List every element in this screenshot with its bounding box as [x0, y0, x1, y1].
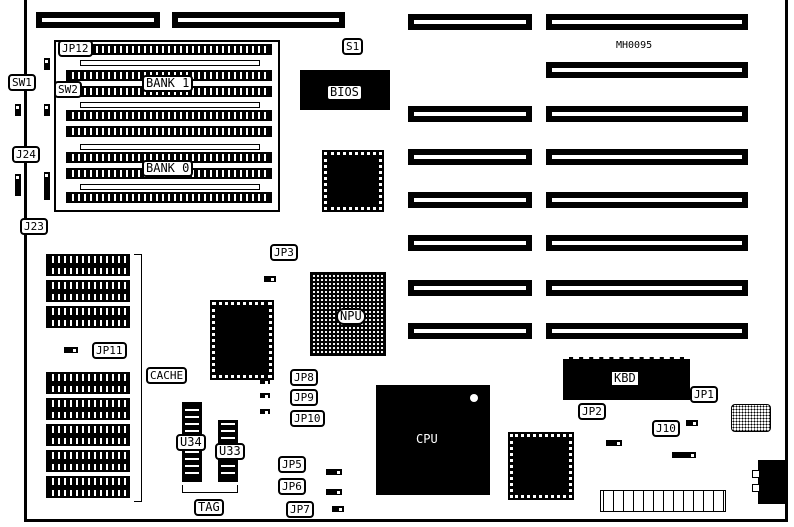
jp3-jumper [264, 276, 276, 282]
sw1-switch [15, 104, 21, 116]
simm-banks [54, 40, 280, 212]
jp7-label: JP7 [286, 501, 314, 518]
sw2-label: SW2 [54, 81, 82, 98]
bank0-label: BANK 0 [142, 160, 194, 177]
j24-label: J24 [12, 146, 40, 163]
jp5-jumper [326, 469, 342, 475]
connector-tab [752, 484, 760, 492]
sw1-label: SW1 [8, 74, 36, 91]
battery [731, 404, 771, 432]
expansion-slot [408, 235, 532, 251]
simm-socket [66, 44, 272, 55]
expansion-slot [172, 12, 345, 28]
expansion-slot [546, 235, 748, 251]
expansion-slot [546, 62, 748, 78]
jp7-jumper [332, 506, 344, 512]
power-connector [600, 490, 726, 512]
simm-latch [80, 60, 260, 66]
cpu-chip [376, 385, 490, 495]
tag-label: TAG [194, 499, 224, 516]
expansion-slot [546, 192, 748, 208]
j23-label: J23 [20, 218, 48, 235]
jp6-label: JP6 [278, 478, 306, 495]
bios-label: BIOS [326, 84, 363, 101]
npu-label: NPU [336, 308, 366, 325]
cache-chip [46, 280, 130, 302]
s1-label: S1 [342, 38, 364, 55]
tag-bracket [182, 485, 238, 493]
expansion-slot [546, 14, 748, 30]
cache-label: CACHE [146, 367, 188, 384]
j23-connector [44, 172, 50, 200]
jp10-jumper [260, 409, 270, 414]
expansion-slot [36, 12, 160, 28]
cache-chip [46, 476, 130, 498]
cache-bracket [134, 254, 142, 502]
cache-chip [46, 398, 130, 420]
expansion-slot [546, 280, 748, 296]
plcc-chip [322, 150, 384, 212]
jp12-label: JP12 [58, 40, 93, 57]
sw2-switch [44, 104, 50, 116]
jp12-jumper [44, 58, 50, 70]
simm-latch [80, 102, 260, 108]
simm-socket [66, 110, 272, 121]
board-outline [24, 0, 788, 522]
simm-latch [80, 184, 260, 190]
jp5-label: JP5 [278, 456, 306, 473]
expansion-slot [408, 323, 532, 339]
expansion-slot [408, 280, 532, 296]
chipset-chip [210, 300, 274, 380]
cpu-pin1-dot [470, 394, 478, 402]
simm-socket [66, 192, 272, 203]
jp6-jumper [326, 489, 342, 495]
simm-socket [66, 126, 272, 137]
cache-chip [46, 254, 130, 276]
cpu-label: CPU [416, 432, 438, 446]
jp9-label: JP9 [290, 389, 318, 406]
j10-label: J10 [652, 420, 680, 437]
jp10-label: JP10 [290, 410, 325, 427]
u33-label: U33 [215, 443, 245, 460]
cache-chip [46, 450, 130, 472]
expansion-slot [408, 14, 532, 30]
jp2-jumper [606, 440, 622, 446]
simm-latch [80, 144, 260, 150]
jp8-label: JP8 [290, 369, 318, 386]
expansion-slot [546, 149, 748, 165]
keyboard-connector [758, 460, 788, 504]
jp3-label: JP3 [270, 244, 298, 261]
jp2-label: JP2 [578, 403, 606, 420]
jp8-jumper [260, 379, 270, 384]
jp11-jumper [64, 347, 78, 353]
kbd-label: KBD [612, 371, 638, 385]
cache-chip [46, 424, 130, 446]
jp1-jumper [686, 420, 698, 426]
bank1-label: BANK 1 [142, 75, 194, 92]
j24-connector [15, 174, 21, 196]
expansion-slot [408, 192, 532, 208]
cache-chip [46, 306, 130, 328]
expansion-slot [408, 149, 532, 165]
u34-label: U34 [176, 434, 206, 451]
jp9-jumper [260, 393, 270, 398]
plcc-chip [508, 432, 574, 500]
diagram-id: MH0095 [616, 40, 653, 51]
connector-tab [752, 470, 760, 478]
j10-connector [672, 452, 696, 458]
jp1-label: JP1 [690, 386, 718, 403]
expansion-slot [546, 106, 748, 122]
expansion-slot [408, 106, 532, 122]
cache-chip [46, 372, 130, 394]
expansion-slot [546, 323, 748, 339]
jp11-label: JP11 [92, 342, 127, 359]
